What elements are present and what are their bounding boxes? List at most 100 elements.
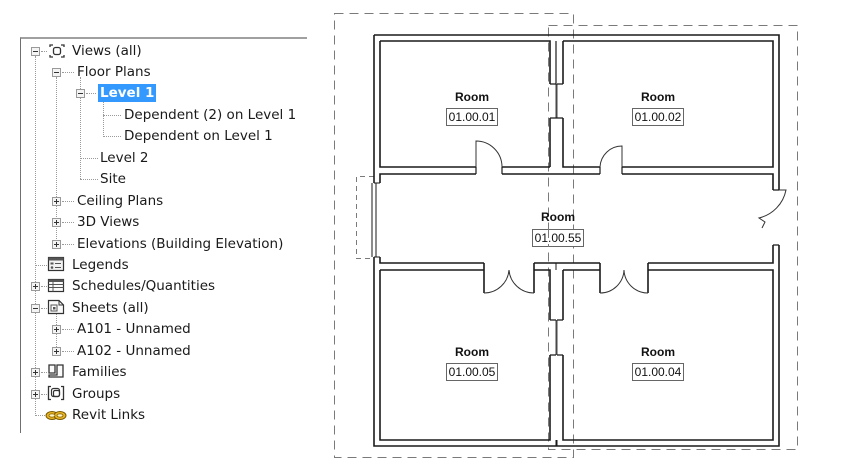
room-name: Room — [455, 345, 489, 359]
room-name: Room — [541, 210, 575, 224]
door-exterior[interactable] — [757, 189, 787, 229]
tree-connector — [80, 77, 81, 179]
door-01-00-05[interactable] — [483, 269, 535, 294]
room-tag-01-00-05[interactable]: Room 01.00.05 — [446, 345, 498, 381]
walls — [371, 34, 780, 447]
room-tag-01-00-01[interactable]: Room 01.00.01 — [446, 90, 498, 126]
tree-item-label: Revit Links — [72, 407, 146, 423]
tree-connector — [41, 286, 47, 287]
room-number: 01.00.01 — [449, 110, 496, 124]
sheets-icon — [47, 299, 65, 315]
groups-icon — [47, 385, 65, 401]
tree-item-site[interactable]: Site — [21, 169, 221, 189]
tree-connector — [41, 394, 47, 395]
tree-connector — [62, 201, 74, 202]
tree-connector — [62, 244, 74, 245]
views-icon — [49, 44, 65, 58]
collapse-toggle[interactable] — [52, 68, 61, 77]
tree-item-label: Dependent on Level 1 — [124, 128, 273, 144]
room-number: 01.00.02 — [635, 110, 682, 124]
expand-toggle[interactable] — [31, 282, 40, 291]
tree-item-views-all[interactable]: Views (all) — [21, 41, 221, 61]
door-01-00-01[interactable] — [475, 140, 503, 168]
room-tag-01-00-02[interactable]: Room 01.00.02 — [632, 90, 684, 126]
tree-item-schedules-quantities[interactable]: Schedules/Quantities — [21, 276, 251, 296]
tree-item-label: Site — [100, 171, 126, 187]
tree-item-level-2[interactable]: Level 2 — [21, 148, 221, 168]
door-01-00-04[interactable] — [599, 269, 649, 294]
tree-item-label: Groups — [72, 386, 121, 402]
room-name: Room — [455, 90, 489, 104]
tree-connector — [62, 351, 74, 352]
tree-connector — [103, 115, 121, 116]
legends-icon — [47, 256, 65, 272]
revit-links-icon — [45, 411, 67, 420]
tree-item-elevations[interactable]: Elevations (Building Elevation) — [21, 234, 291, 254]
tree-item-label: Sheets (all) — [72, 300, 149, 316]
tree-item-ceiling-plans[interactable]: Ceiling Plans — [21, 191, 221, 211]
tree-connector — [86, 93, 96, 94]
room-number: 01.00.55 — [535, 231, 582, 245]
tree-item-floor-plans[interactable]: Floor Plans — [21, 62, 221, 82]
tree-item-label: Level 2 — [100, 150, 149, 166]
expand-toggle[interactable] — [52, 218, 61, 227]
tree-item-sheets-all[interactable]: Sheets (all) — [21, 298, 221, 318]
crop-region-window-extent — [356, 176, 374, 259]
room-name: Room — [641, 90, 675, 104]
doors — [475, 140, 787, 294]
tree-connector — [103, 136, 121, 137]
expand-toggle[interactable] — [31, 390, 40, 399]
tree-item-level-1[interactable]: Level 1 — [21, 83, 221, 103]
expand-toggle[interactable] — [52, 347, 61, 356]
tree-connector — [62, 72, 74, 73]
tree-connector — [41, 372, 47, 373]
tree-item-revit-links[interactable]: Revit Links — [21, 405, 221, 425]
room-tag-01-00-55[interactable]: Room 01.00.55 — [532, 210, 584, 247]
room-number: 01.00.04 — [635, 365, 682, 379]
collapse-toggle[interactable] — [31, 47, 40, 56]
tree-item-sheet-a101[interactable]: A101 - Unnamed — [21, 319, 221, 339]
schedules-icon — [47, 278, 65, 293]
tree-item-groups[interactable]: Groups — [21, 384, 221, 404]
tree-connector — [41, 308, 47, 309]
tree-item-label: 3D Views — [77, 214, 140, 230]
room-name: Room — [641, 345, 675, 359]
expand-toggle[interactable] — [31, 368, 40, 377]
project-browser: Views (all) Floor Plans Level 1 Dependen… — [20, 37, 307, 433]
tree-item-label: A102 - Unnamed — [77, 343, 191, 359]
tree-item-label: Families — [72, 364, 127, 380]
expand-toggle[interactable] — [52, 197, 61, 206]
room-tag-01-00-04[interactable]: Room 01.00.04 — [632, 345, 684, 381]
tree-item-families[interactable]: Families — [21, 362, 221, 382]
tree-connector — [62, 222, 74, 223]
tree-connector — [62, 329, 74, 330]
families-icon — [48, 364, 64, 378]
tree-item-3d-views[interactable]: 3D Views — [21, 212, 221, 232]
tree-item-label: Elevations (Building Elevation) — [77, 236, 284, 252]
tree-item-legends[interactable]: Legends — [21, 255, 221, 275]
tree-connector — [35, 265, 47, 266]
expand-toggle[interactable] — [52, 240, 61, 249]
tree-item-label: Legends — [72, 257, 129, 273]
expand-toggle[interactable] — [52, 325, 61, 334]
tree-item-label: Schedules/Quantities — [72, 278, 216, 294]
tree-connector — [35, 415, 45, 416]
tree-item-label: A101 - Unnamed — [77, 321, 191, 337]
tree-connector — [35, 56, 36, 416]
tree-item-label: Views (all) — [72, 43, 142, 59]
tree-connector — [80, 158, 98, 159]
tree-item-label: Level 1 — [98, 84, 157, 102]
tree-connector — [80, 179, 98, 180]
tree-item-label: Dependent (2) on Level 1 — [124, 107, 297, 123]
tree-item-dependent-2-level-1[interactable]: Dependent (2) on Level 1 — [21, 105, 296, 125]
tree-item-sheet-a102[interactable]: A102 - Unnamed — [21, 341, 221, 361]
tree-item-dependent-level-1[interactable]: Dependent on Level 1 — [21, 126, 291, 146]
tree-connector — [103, 99, 104, 137]
collapse-toggle[interactable] — [31, 304, 40, 313]
tree-item-label: Ceiling Plans — [77, 193, 164, 209]
collapse-toggle[interactable] — [76, 89, 85, 98]
door-01-00-02[interactable] — [599, 145, 623, 168]
crop-region-dependent-1[interactable] — [334, 13, 574, 458]
room-number: 01.00.05 — [449, 365, 496, 379]
